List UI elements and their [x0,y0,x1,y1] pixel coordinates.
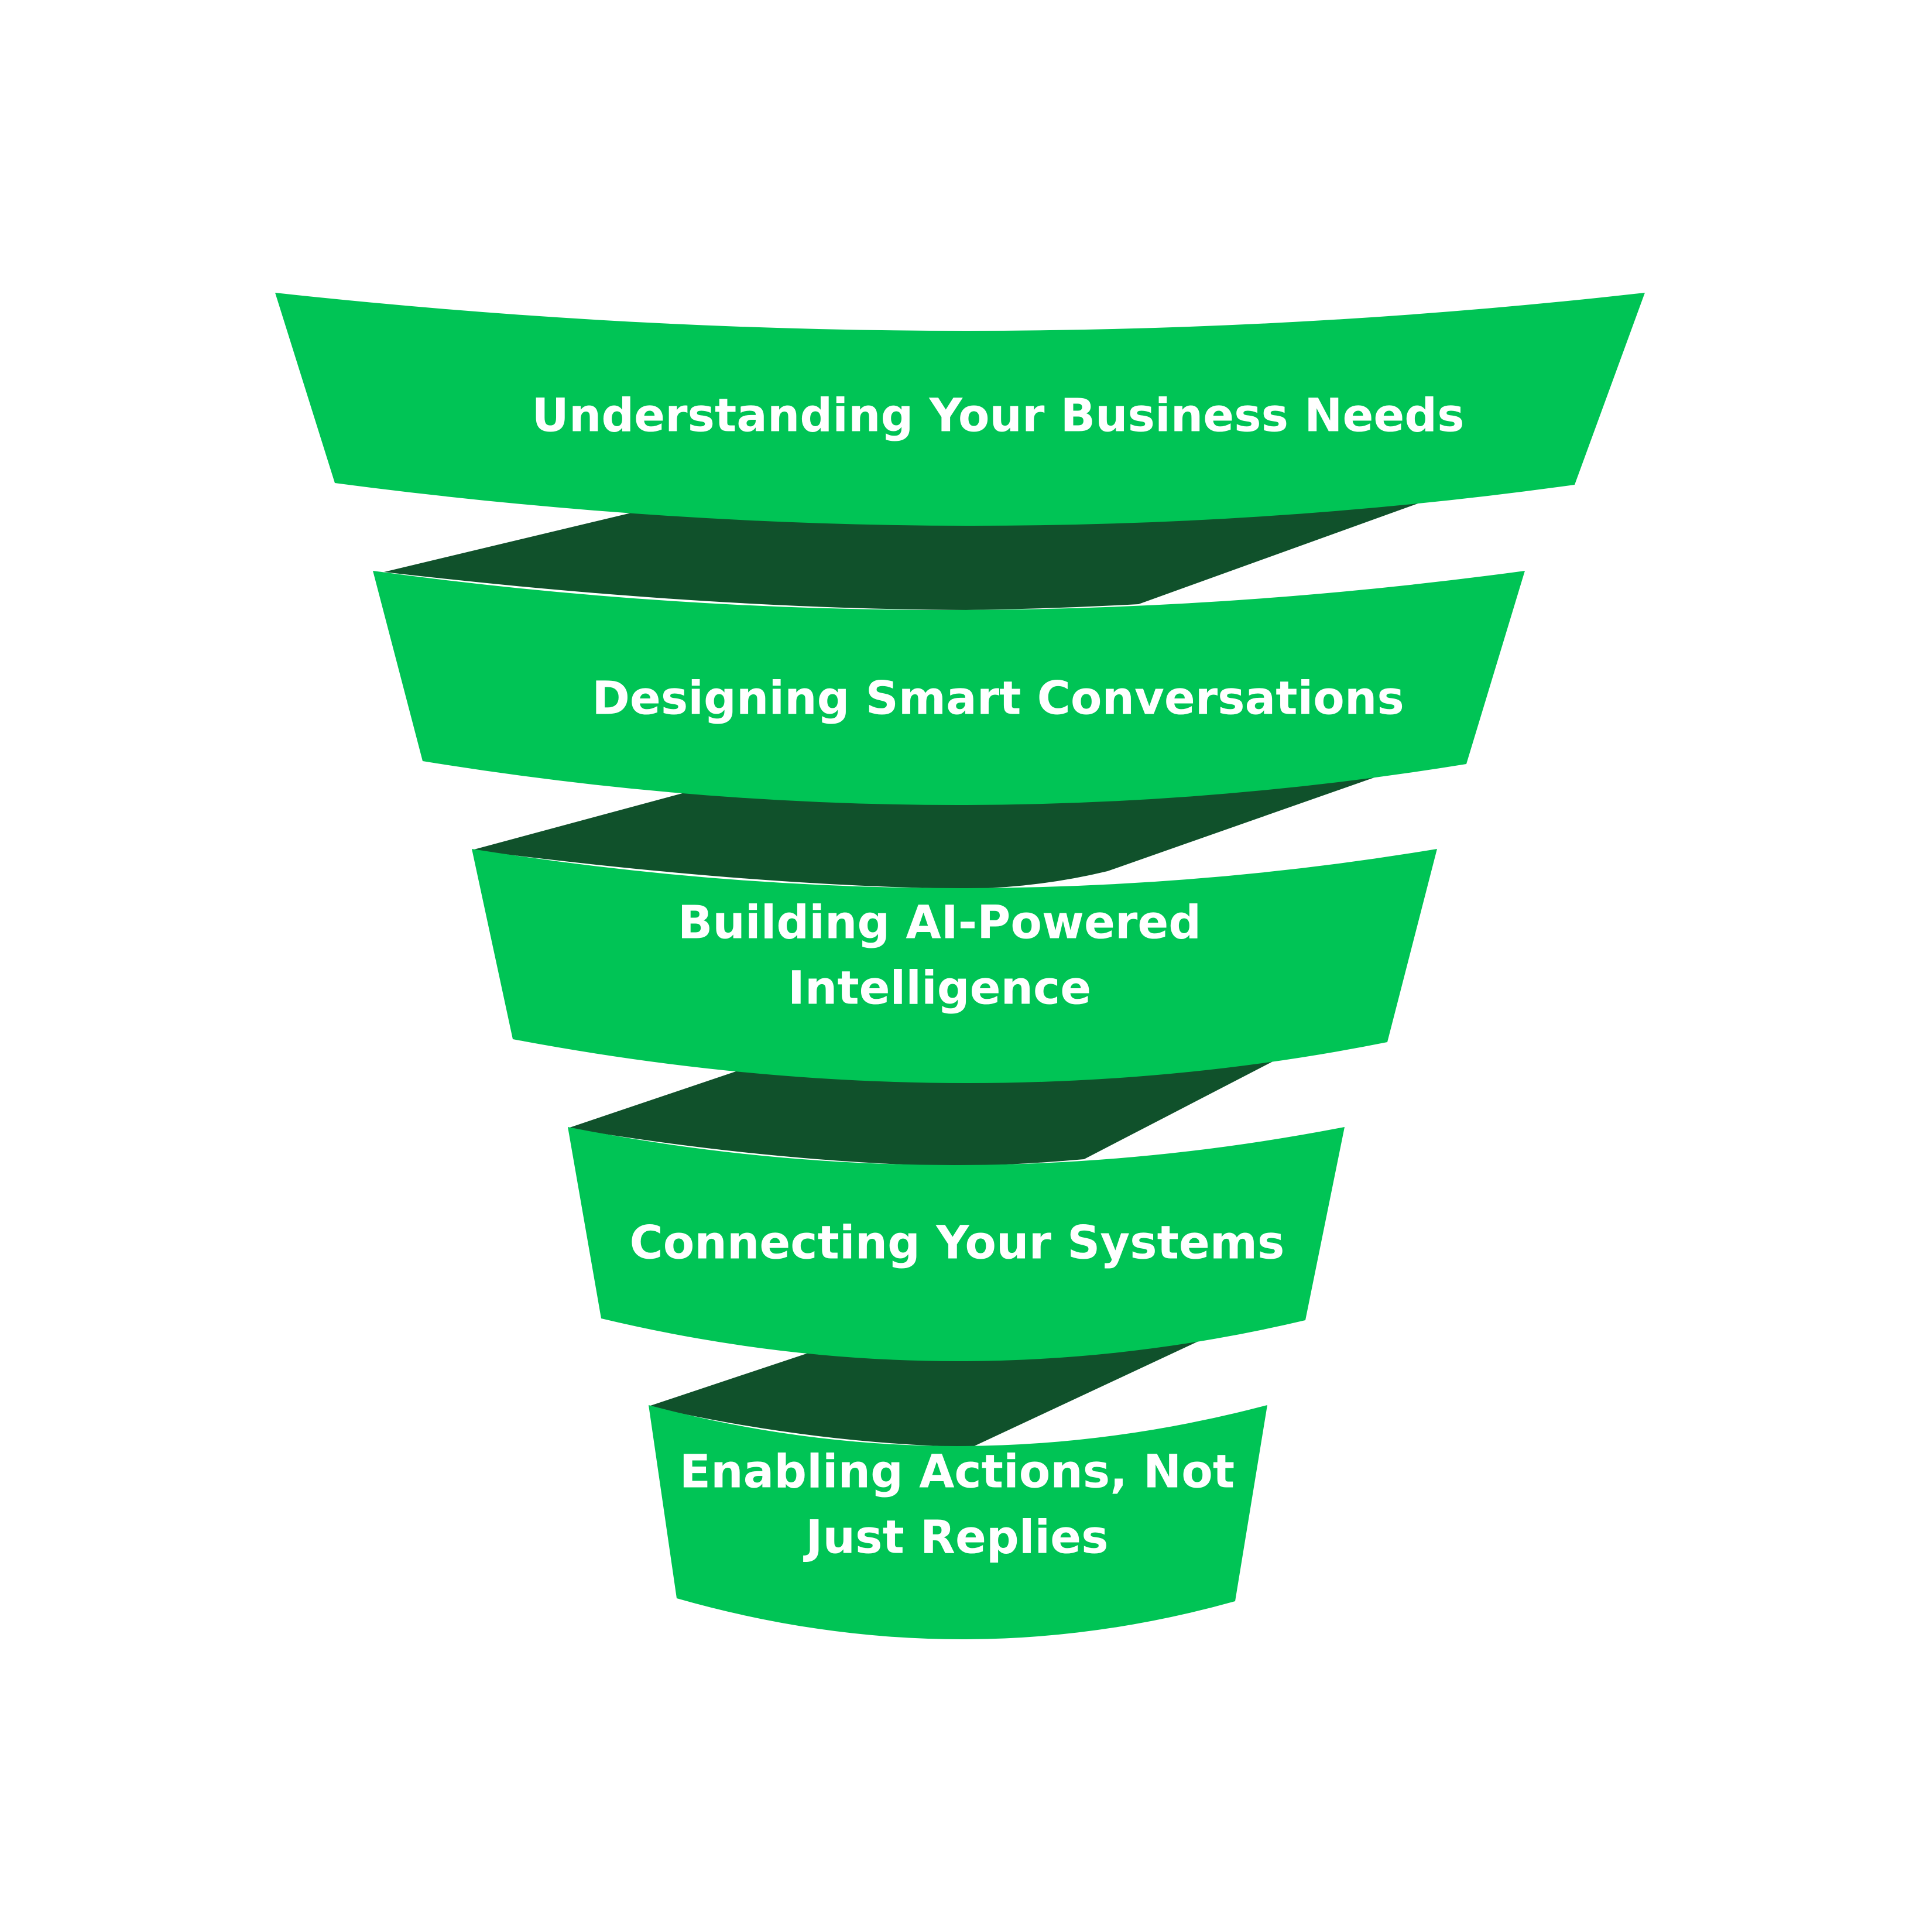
funnel-band-4 [568,1127,1345,1362]
funnel-band-1 [275,293,1645,526]
stage-1-label-line-1: Understanding Your Business Needs [532,389,1464,442]
stage-3-label-line-2: Intelligence [788,962,1091,1015]
stage-5-label-line-1: Enabling Actions, Not [680,1445,1235,1498]
funnel-connectors [384,498,1434,1447]
stage-3-label-line-1: Building AI-Powered [678,896,1201,949]
funnel-connector-2 [472,774,1384,889]
stage-4-label-line-1: Connecting Your Systems [630,1217,1285,1269]
funnel-bands [275,293,1645,1640]
stage-2-label-line-1: Designing Smart Conversations [592,672,1404,725]
funnel-connector-1 [384,498,1434,610]
funnel-band-2 [373,571,1525,806]
funnel-connector-4 [649,1338,1206,1447]
funnel-band-5 [649,1405,1267,1640]
funnel-band-3 [472,849,1437,1084]
stage-5-label-line-2: Just Replies [803,1511,1108,1564]
funnel-connector-3 [568,1057,1282,1166]
funnel-labels: Understanding Your Business NeedsDesigni… [532,389,1464,1564]
